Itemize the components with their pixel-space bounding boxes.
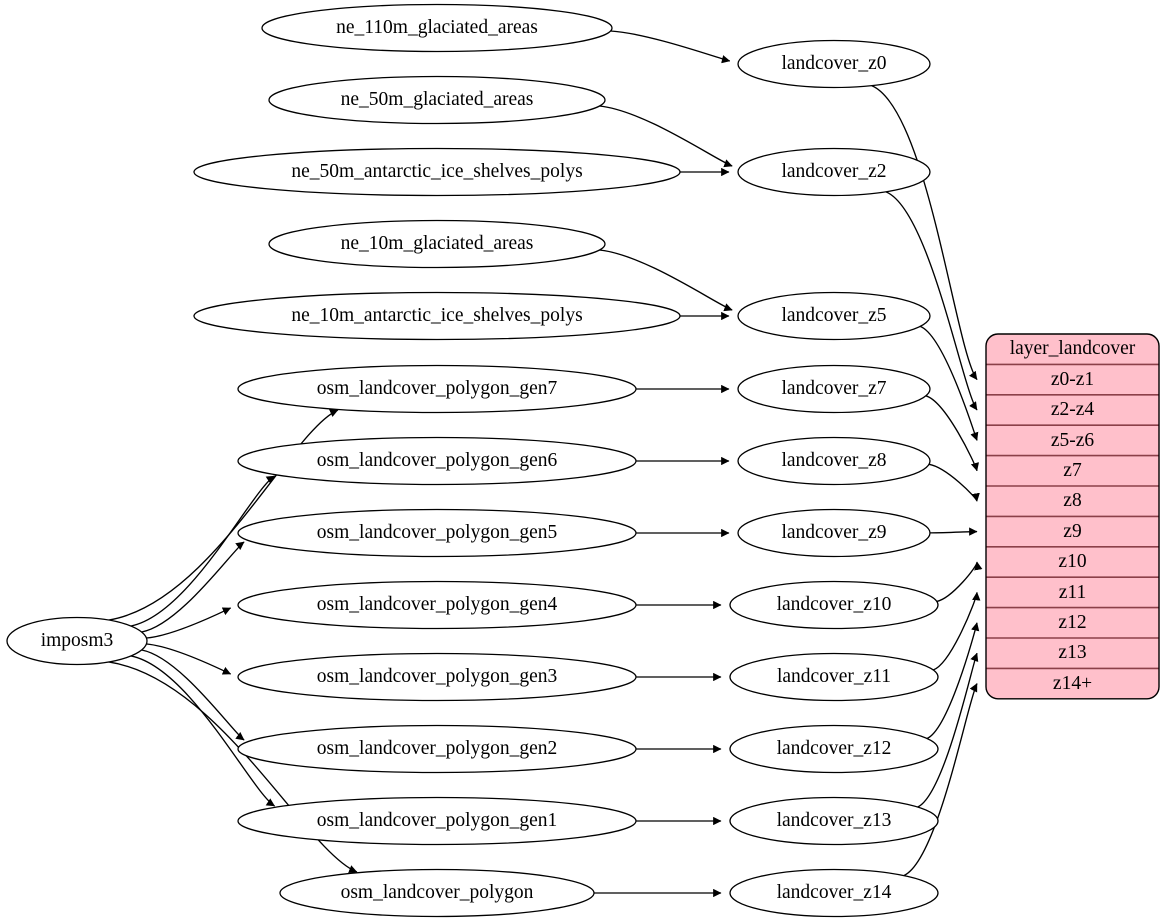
node-osm_landcover_polygon_gen3[interactable] bbox=[237, 652, 637, 702]
node-landcover_z14[interactable] bbox=[729, 868, 939, 918]
edge-landcover_z2-to-z2-z4 bbox=[885, 191, 978, 411]
node-osm_landcover_polygon[interactable] bbox=[279, 868, 595, 918]
edge-landcover_z10-to-z10 bbox=[936, 561, 983, 603]
edge-imposm3-to-osm_landcover_polygon_gen5 bbox=[141, 541, 245, 633]
layer-table-row-z13[interactable]: z13 bbox=[1058, 642, 1087, 664]
node-landcover_z8[interactable] bbox=[737, 436, 931, 486]
node-landcover_z10[interactable] bbox=[729, 580, 939, 630]
node-ne_50m_glaciated_areas[interactable] bbox=[268, 75, 606, 125]
edge-landcover_z9-to-z9 bbox=[929, 527, 978, 536]
node-osm_landcover_polygon_gen6[interactable] bbox=[237, 436, 637, 486]
node-osm_landcover_polygon_gen2[interactable] bbox=[237, 724, 637, 774]
node-ne_110m_glaciated_areas[interactable] bbox=[261, 3, 613, 53]
edge-ne_10m_glaciated_areas-to-landcover_z5 bbox=[599, 249, 733, 312]
edge-landcover_z13-to-z13 bbox=[917, 652, 979, 808]
layer-table-body bbox=[986, 334, 1159, 699]
node-landcover_z2[interactable] bbox=[737, 147, 931, 197]
node-landcover_z9[interactable] bbox=[737, 508, 931, 558]
node-osm_landcover_polygon_gen7[interactable] bbox=[237, 364, 637, 414]
edge-imposm3-to-osm_landcover_polygon_gen3 bbox=[146, 643, 232, 675]
edge-landcover_z7-to-z7 bbox=[925, 395, 979, 472]
node-landcover_z7[interactable] bbox=[737, 364, 931, 414]
edge-landcover_z12-to-z12 bbox=[926, 622, 980, 740]
edge-landcover_z5-to-z5-z6 bbox=[919, 325, 979, 441]
layer-table-row-z0-z1[interactable]: z0-z1 bbox=[1050, 368, 1095, 390]
edge-ne_50m_glaciated_areas-to-landcover_z2 bbox=[599, 105, 733, 168]
node-ne_50m_antarctic_ice_shelves_polys[interactable] bbox=[193, 147, 681, 197]
edge-imposm3-to-osm_landcover_polygon_gen1 bbox=[130, 655, 276, 807]
node-osm_landcover_polygon_gen1[interactable] bbox=[237, 796, 637, 846]
edge-layer bbox=[108, 30, 983, 898]
edge-ne_110m_glaciated_areas-to-landcover_z0 bbox=[610, 30, 731, 64]
layer-table-row-z8[interactable]: z8 bbox=[1063, 490, 1082, 512]
edge-imposm3-to-osm_landcover_polygon bbox=[108, 661, 358, 873]
layer-table-row-z10[interactable]: z10 bbox=[1058, 551, 1087, 573]
node-osm_landcover_polygon_gen5[interactable] bbox=[237, 508, 637, 558]
edge-imposm3-to-osm_landcover_polygon_gen7 bbox=[108, 409, 339, 621]
node-ne_10m_glaciated_areas[interactable] bbox=[268, 219, 606, 269]
node-landcover_z0[interactable] bbox=[737, 39, 931, 89]
node-imposm3[interactable] bbox=[6, 616, 148, 666]
edge-landcover_z8-to-z8 bbox=[928, 463, 980, 502]
layer-table-row-z7[interactable]: z7 bbox=[1063, 460, 1082, 482]
layer-table-row-z14+[interactable]: z14+ bbox=[1052, 672, 1093, 694]
layer-table-row-z11[interactable]: z11 bbox=[1058, 581, 1087, 603]
edge-landcover_z0-to-z0-z1 bbox=[871, 84, 978, 381]
edge-imposm3-to-osm_landcover_polygon_gen2 bbox=[141, 649, 245, 741]
node-landcover_z12[interactable] bbox=[729, 724, 939, 774]
layer-table-row-z9[interactable]: z9 bbox=[1063, 520, 1082, 542]
node-layer bbox=[6, 3, 939, 918]
node-ne_10m_antarctic_ice_shelves_polys[interactable] bbox=[193, 291, 681, 341]
node-landcover_z13[interactable] bbox=[729, 796, 939, 846]
layer-table-row-z5-z6[interactable]: z5-z6 bbox=[1050, 429, 1095, 451]
table-layer bbox=[985, 333, 1160, 700]
edge-landcover_z14-to-z14+ bbox=[903, 683, 978, 877]
node-landcover_z5[interactable] bbox=[737, 291, 931, 341]
edge-landcover_z11-to-z11 bbox=[932, 591, 981, 671]
node-osm_landcover_polygon_gen4[interactable] bbox=[237, 580, 637, 630]
layer-table-row-z2-z4[interactable]: z2-z4 bbox=[1050, 399, 1095, 421]
edge-imposm3-to-osm_landcover_polygon_gen6 bbox=[130, 475, 276, 627]
edge-imposm3-to-osm_landcover_polygon_gen4 bbox=[146, 607, 232, 639]
layer-table-row-z12[interactable]: z12 bbox=[1058, 612, 1087, 634]
layer-table-header: layer_landcover bbox=[1009, 338, 1136, 360]
node-landcover_z11[interactable] bbox=[729, 652, 939, 702]
